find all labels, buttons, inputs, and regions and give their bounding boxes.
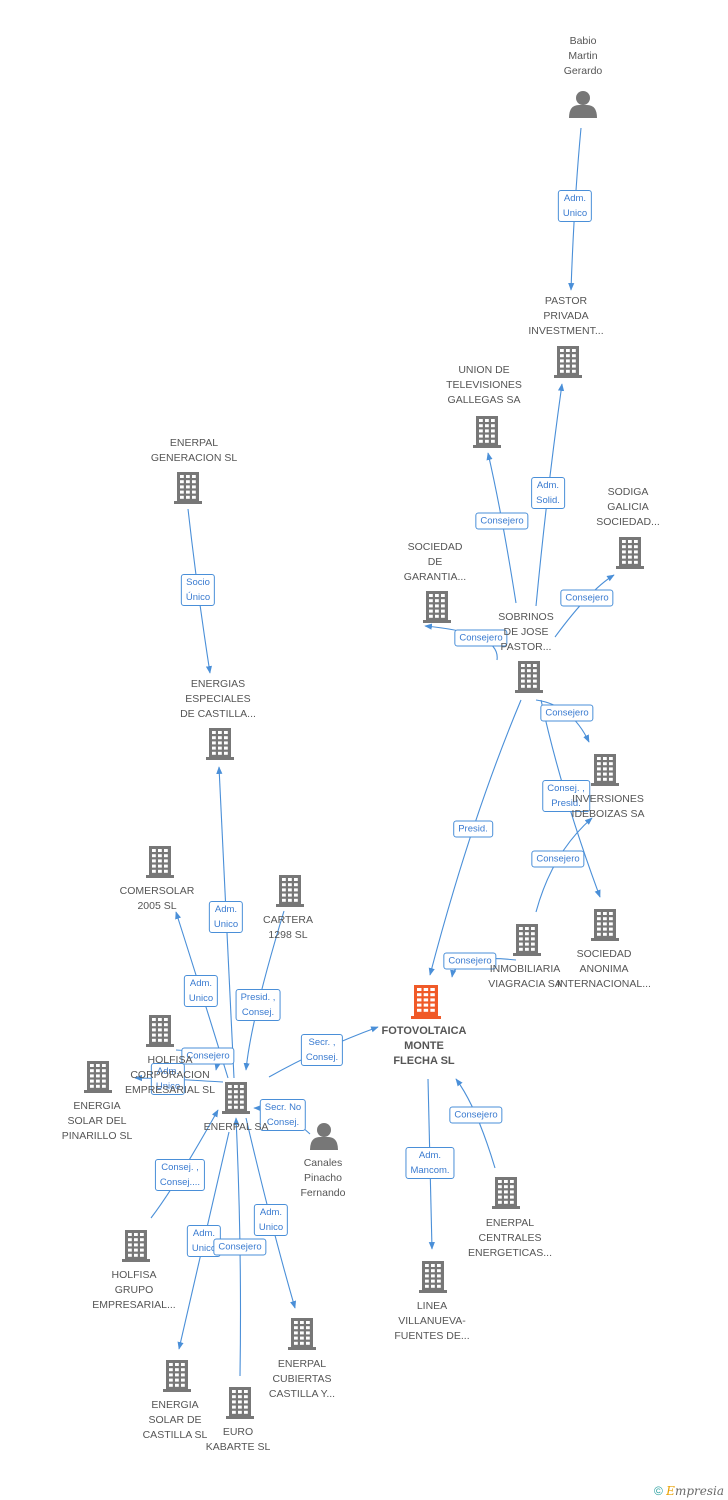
node-label-canales[interactable]: Canales Pinacho Fernando: [300, 1157, 346, 1199]
node-label-inversiones[interactable]: INVERSIONES IDEBOIZAS SA: [571, 793, 645, 820]
node-label-sodiga[interactable]: SODIGA GALICIA SOCIEDAD...: [596, 486, 660, 528]
edge-label[interactable]: Adm. Unico: [150, 1063, 186, 1095]
brand-logo[interactable]: Empresia: [666, 1484, 724, 1498]
building-icon[interactable]: [276, 875, 304, 907]
footer: © Empresia: [654, 1484, 724, 1498]
building-icon[interactable]: [84, 1061, 112, 1093]
edge-label[interactable]: Adm. Unico: [253, 1204, 289, 1236]
building-icon[interactable]: [513, 924, 541, 956]
edge-label[interactable]: Secr. No Consej.: [259, 1099, 307, 1131]
building-icon[interactable]: [473, 416, 501, 448]
node-label-energia-pinarillo[interactable]: ENERGIA SOLAR DEL PINARILLO SL: [61, 1100, 133, 1142]
building-icon[interactable]: [591, 754, 619, 786]
building-icon[interactable]: [163, 1360, 191, 1392]
node-label-energias-esp[interactable]: ENERGIAS ESPECIALES DE CASTILLA...: [180, 678, 256, 720]
edge-label[interactable]: Adm. Unico: [557, 190, 593, 222]
node-label-sociedad-anon[interactable]: SOCIEDAD ANONIMA INTERNACIONAL...: [557, 948, 651, 990]
building-icon[interactable]: [616, 537, 644, 569]
edge-label[interactable]: Presid.: [453, 820, 493, 838]
building-icon-main[interactable]: [411, 985, 441, 1019]
node-label-holfisa-corp[interactable]: HOLFISA CORPORACION EMPRESARIAL SL: [124, 1054, 216, 1096]
building-icon[interactable]: [423, 591, 451, 623]
edge-label[interactable]: Adm. Unico: [183, 975, 219, 1007]
copyright-symbol: ©: [653, 1484, 663, 1498]
node-label-holfisa-grupo[interactable]: HOLFISA GRUPO EMPRESARIAL...: [92, 1269, 176, 1311]
node-label-pastor[interactable]: PASTOR PRIVADA INVESTMENT...: [528, 295, 604, 337]
node-label-fotovoltaica[interactable]: FOTOVOLTAICA MONTE FLECHA SL: [381, 1025, 467, 1067]
building-icon[interactable]: [492, 1177, 520, 1209]
building-icon[interactable]: [174, 472, 202, 504]
building-icon[interactable]: [146, 846, 174, 878]
building-icon[interactable]: [288, 1318, 316, 1350]
edge-label[interactable]: Consejero: [449, 1106, 503, 1124]
building-icon[interactable]: [146, 1015, 174, 1047]
edge-label[interactable]: Consejero: [475, 512, 529, 530]
node-label-linea[interactable]: LINEA VILLANUEVA- FUENTES DE...: [394, 1300, 470, 1342]
edge-label[interactable]: Adm. Unico: [208, 901, 244, 933]
edge-label[interactable]: Adm. Mancom.: [405, 1147, 455, 1179]
edge-label[interactable]: Adm. Solid.: [531, 477, 565, 509]
edge-label[interactable]: Socio Único: [180, 574, 216, 606]
building-icon[interactable]: [122, 1230, 150, 1262]
nodes-layer: [84, 91, 644, 1419]
node-label-enerpal-gen[interactable]: ENERPAL GENERACION SL: [150, 437, 238, 464]
edge-label[interactable]: Consejero: [540, 704, 594, 722]
edge-label[interactable]: Consej. , Presid.: [542, 780, 590, 812]
node-label-enerpal-centrales[interactable]: ENERPAL CENTRALES ENERGETICAS...: [467, 1217, 553, 1259]
edge-label[interactable]: Consejero: [213, 1238, 267, 1256]
node-label-union[interactable]: UNION DE TELEVISIONES GALLEGAS SA: [446, 364, 522, 406]
building-icon[interactable]: [554, 346, 582, 378]
building-icon[interactable]: [226, 1387, 254, 1419]
node-label-inmobiliaria[interactable]: INMOBILIARIA VIAGRACIA SA: [488, 963, 562, 990]
node-label-energia-castilla[interactable]: ENERGIA SOLAR DE CASTILLA SL: [142, 1399, 208, 1441]
edge-label[interactable]: Consejero: [531, 850, 585, 868]
building-icon[interactable]: [515, 661, 543, 693]
node-label-babio[interactable]: Babio Martin Gerardo: [563, 35, 603, 77]
node-label-enerpal-cubiertas[interactable]: ENERPAL CUBIERTAS CASTILLA Y...: [268, 1358, 336, 1400]
node-label-euro-kabarte[interactable]: EURO KABARTE SL: [205, 1426, 271, 1453]
node-label-sobrinos[interactable]: SOBRINOS DE JOSE PASTOR...: [498, 611, 554, 653]
node-label-comersolar[interactable]: COMERSOLAR 2005 SL: [119, 885, 195, 912]
edge-enerpal_centrales-to-fotovoltaica: [455, 1078, 496, 1169]
edge-label[interactable]: Secr. , Consej.: [300, 1034, 344, 1066]
node-label-cartera[interactable]: CARTERA 1298 SL: [263, 914, 313, 941]
building-icon[interactable]: [222, 1082, 250, 1114]
building-icon[interactable]: [206, 728, 234, 760]
edge-label[interactable]: Presid. , Consej.: [235, 989, 281, 1021]
edge-label[interactable]: Consejero: [560, 589, 614, 607]
edge-label[interactable]: Consejero: [443, 952, 497, 970]
node-label-sociedad-garantia[interactable]: SOCIEDAD DE GARANTIA...: [403, 541, 467, 583]
person-icon[interactable]: [310, 1123, 338, 1150]
building-icon[interactable]: [419, 1261, 447, 1293]
building-icon[interactable]: [591, 909, 619, 941]
node-label-enerpal[interactable]: ENERPAL SA: [203, 1121, 269, 1133]
edge-label[interactable]: Consejero: [181, 1047, 235, 1065]
person-icon[interactable]: [569, 91, 597, 118]
edge-sobrinos-to-fotovoltaica: [428, 699, 522, 976]
edge-label[interactable]: Consej. , Consej....: [154, 1159, 206, 1191]
edge-label[interactable]: Consejero: [454, 629, 508, 647]
